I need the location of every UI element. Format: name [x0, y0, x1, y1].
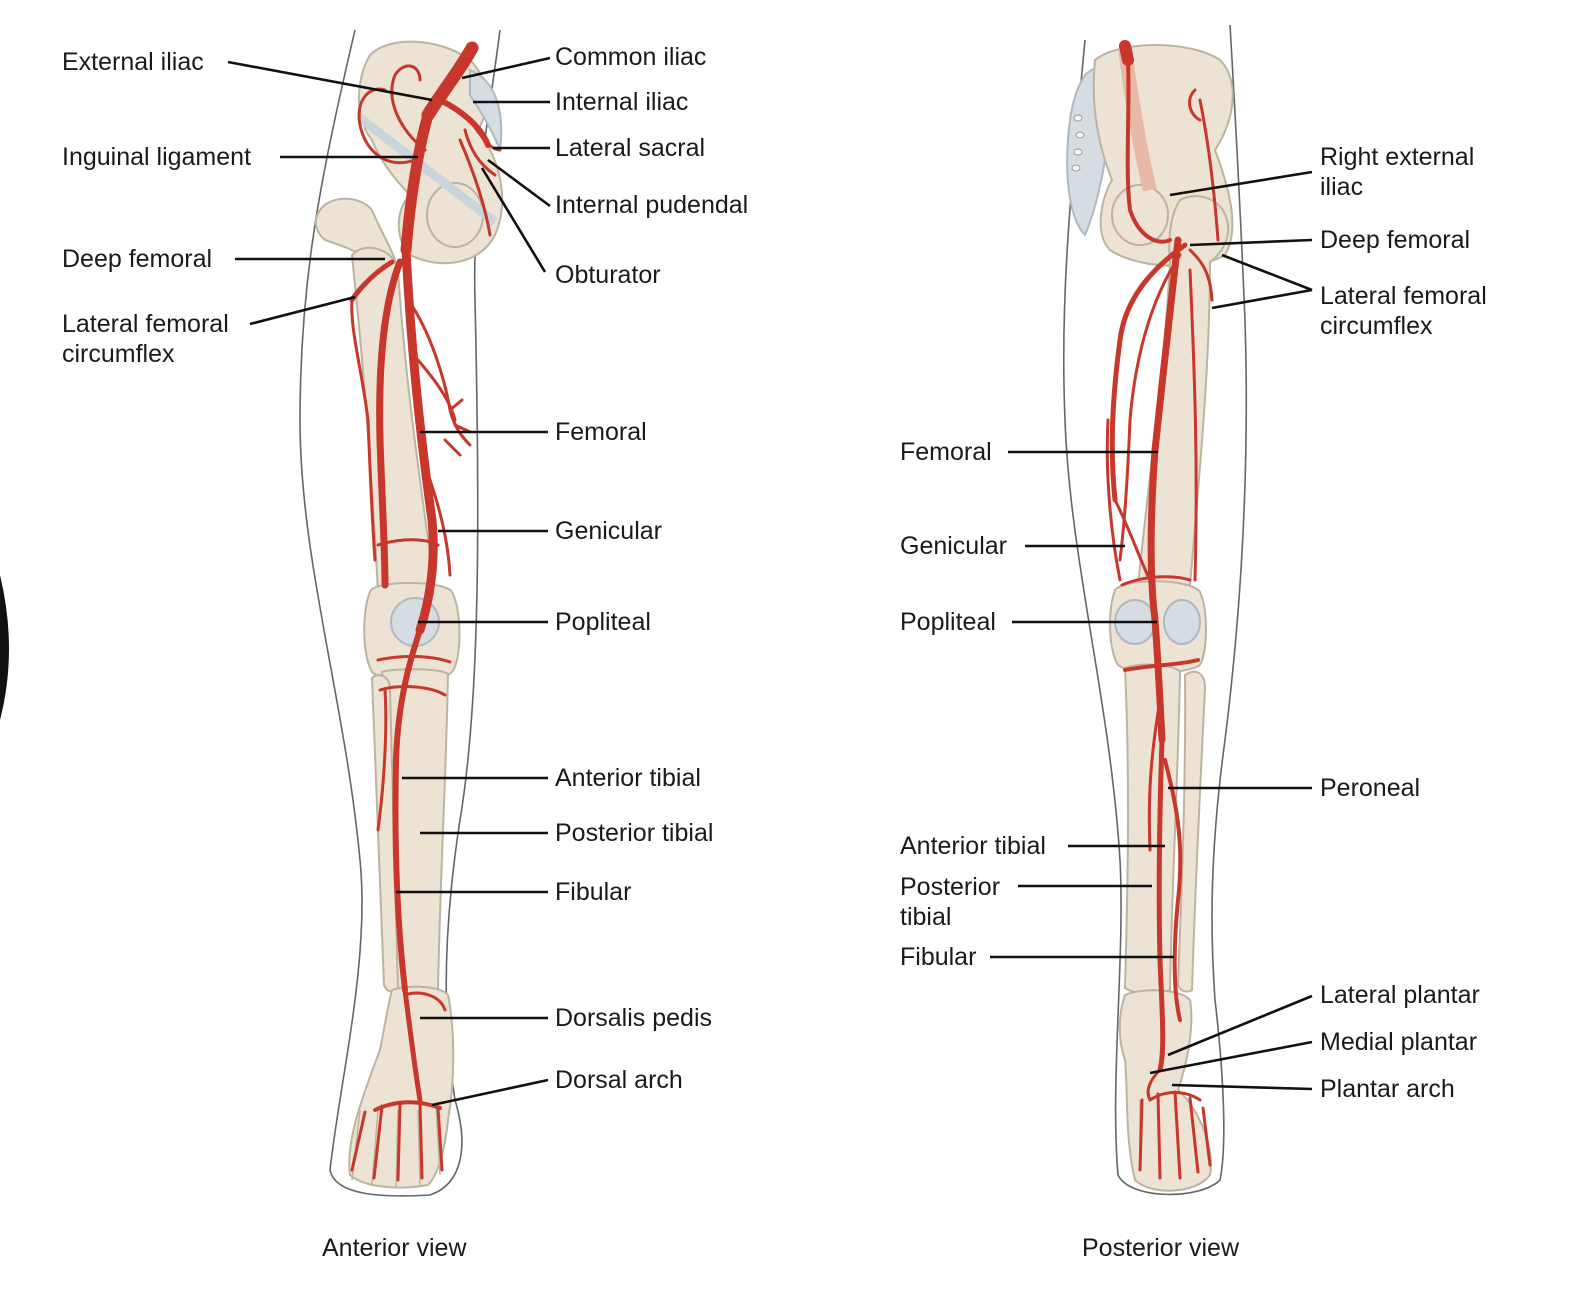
- label-deep-femoral-anterior: Deep femoral: [62, 245, 213, 273]
- posterior-posterior-tibial-artery: [1156, 737, 1166, 1073]
- edge-shadow: [0, 575, 9, 720]
- label-lateral-sacral: Lateral sacral: [555, 134, 706, 162]
- label-lateral-femoral-circumflex-anterior: Lateral femoral circumflex: [62, 310, 229, 368]
- label-deep-femoral-posterior: Deep femoral: [1320, 226, 1471, 254]
- label-plantar-arch: Plantar arch: [1320, 1075, 1455, 1103]
- anterior-leader-lines: [227, 56, 551, 1107]
- posterior-popliteal-artery: [1151, 616, 1166, 744]
- sacral-foramina: [1071, 114, 1085, 172]
- posterior-tibia: [1123, 663, 1182, 995]
- posterior-leader-lines: [990, 170, 1313, 1091]
- anterior-external-iliac-artery: [400, 109, 434, 256]
- label-anterior-tibial-posterior: Anterior tibial: [900, 832, 1046, 860]
- label-lateral-femoral-circumflex-posterior: Lateral femoral circumflex: [1320, 282, 1487, 340]
- label-peroneal: Peroneal: [1320, 774, 1421, 802]
- caption-posterior-view: Posterior view: [1082, 1234, 1239, 1262]
- label-genicular-posterior: Genicular: [900, 532, 1007, 560]
- label-anterior-tibial-anterior: Anterior tibial: [555, 764, 701, 792]
- posterior-fibula: [1176, 670, 1207, 993]
- label-common-iliac: Common iliac: [555, 43, 707, 71]
- anterior-femoral-artery: [401, 245, 438, 635]
- label-obturator: Obturator: [555, 261, 661, 289]
- label-fibular-posterior: Fibular: [900, 943, 977, 971]
- anterior-anterior-tibial-artery: [392, 627, 423, 993]
- posterior-peroneal-artery: [1163, 758, 1183, 1022]
- label-genicular-anterior: Genicular: [555, 517, 662, 545]
- label-inguinal-ligament: Inguinal ligament: [62, 143, 252, 171]
- label-right-external-iliac: Right external iliac: [1320, 143, 1475, 201]
- posterior-genicular-artery: [1120, 575, 1192, 587]
- label-popliteal-anterior: Popliteal: [555, 608, 651, 636]
- posterior-obturator-foramen: [1111, 184, 1169, 246]
- posterior-femoral-artery: [1109, 242, 1188, 503]
- anterior-skin-outline: [299, 29, 501, 1197]
- anterior-deep-femoral-artery: [376, 258, 404, 589]
- anterior-dorsalis-pedis-artery: [402, 987, 423, 1103]
- label-femoral-posterior: Femoral: [900, 438, 992, 466]
- posterior-leg-illustration: [1062, 24, 1248, 1196]
- anterior-arteries: [349, 41, 502, 1182]
- caption-anterior-view: Anterior view: [322, 1234, 467, 1262]
- label-dorsal-arch: Dorsal arch: [555, 1066, 683, 1094]
- label-posterior-tibial-anterior: Posterior tibial: [555, 819, 714, 847]
- anterior-genicular-artery: [376, 538, 440, 547]
- label-popliteal-posterior: Popliteal: [900, 608, 996, 636]
- anterior-common-iliac-artery: [421, 41, 479, 122]
- posterior-common-iliac-stub: [1119, 40, 1134, 66]
- label-internal-iliac: Internal iliac: [555, 88, 689, 116]
- posterior-deep-femoral-artery: [1147, 236, 1182, 624]
- posterior-arteries: [1105, 40, 1220, 1180]
- posterior-lateral-condyle: [1163, 599, 1201, 645]
- inguinal-ligament-shape: [357, 114, 498, 226]
- label-medial-plantar: Medial plantar: [1320, 1028, 1478, 1056]
- label-posterior-tibial-posterior: Posterior tibial: [900, 873, 1001, 931]
- label-lateral-plantar: Lateral plantar: [1320, 981, 1480, 1009]
- posterior-anterior-tibial-artery: [1147, 698, 1162, 852]
- anterior-leg-illustration: [299, 29, 504, 1197]
- label-dorsalis-pedis: Dorsalis pedis: [555, 1004, 713, 1032]
- posterior-lat-fem-circumflex-artery: [1188, 248, 1214, 302]
- posterior-skin-outline: [1062, 24, 1248, 1196]
- label-femoral-anterior: Femoral: [555, 418, 647, 446]
- posterior-foot: [1118, 989, 1212, 1192]
- label-internal-pudendal: Internal pudendal: [555, 191, 749, 219]
- label-fibular-anterior: Fibular: [555, 878, 632, 906]
- label-external-iliac: External iliac: [62, 48, 204, 76]
